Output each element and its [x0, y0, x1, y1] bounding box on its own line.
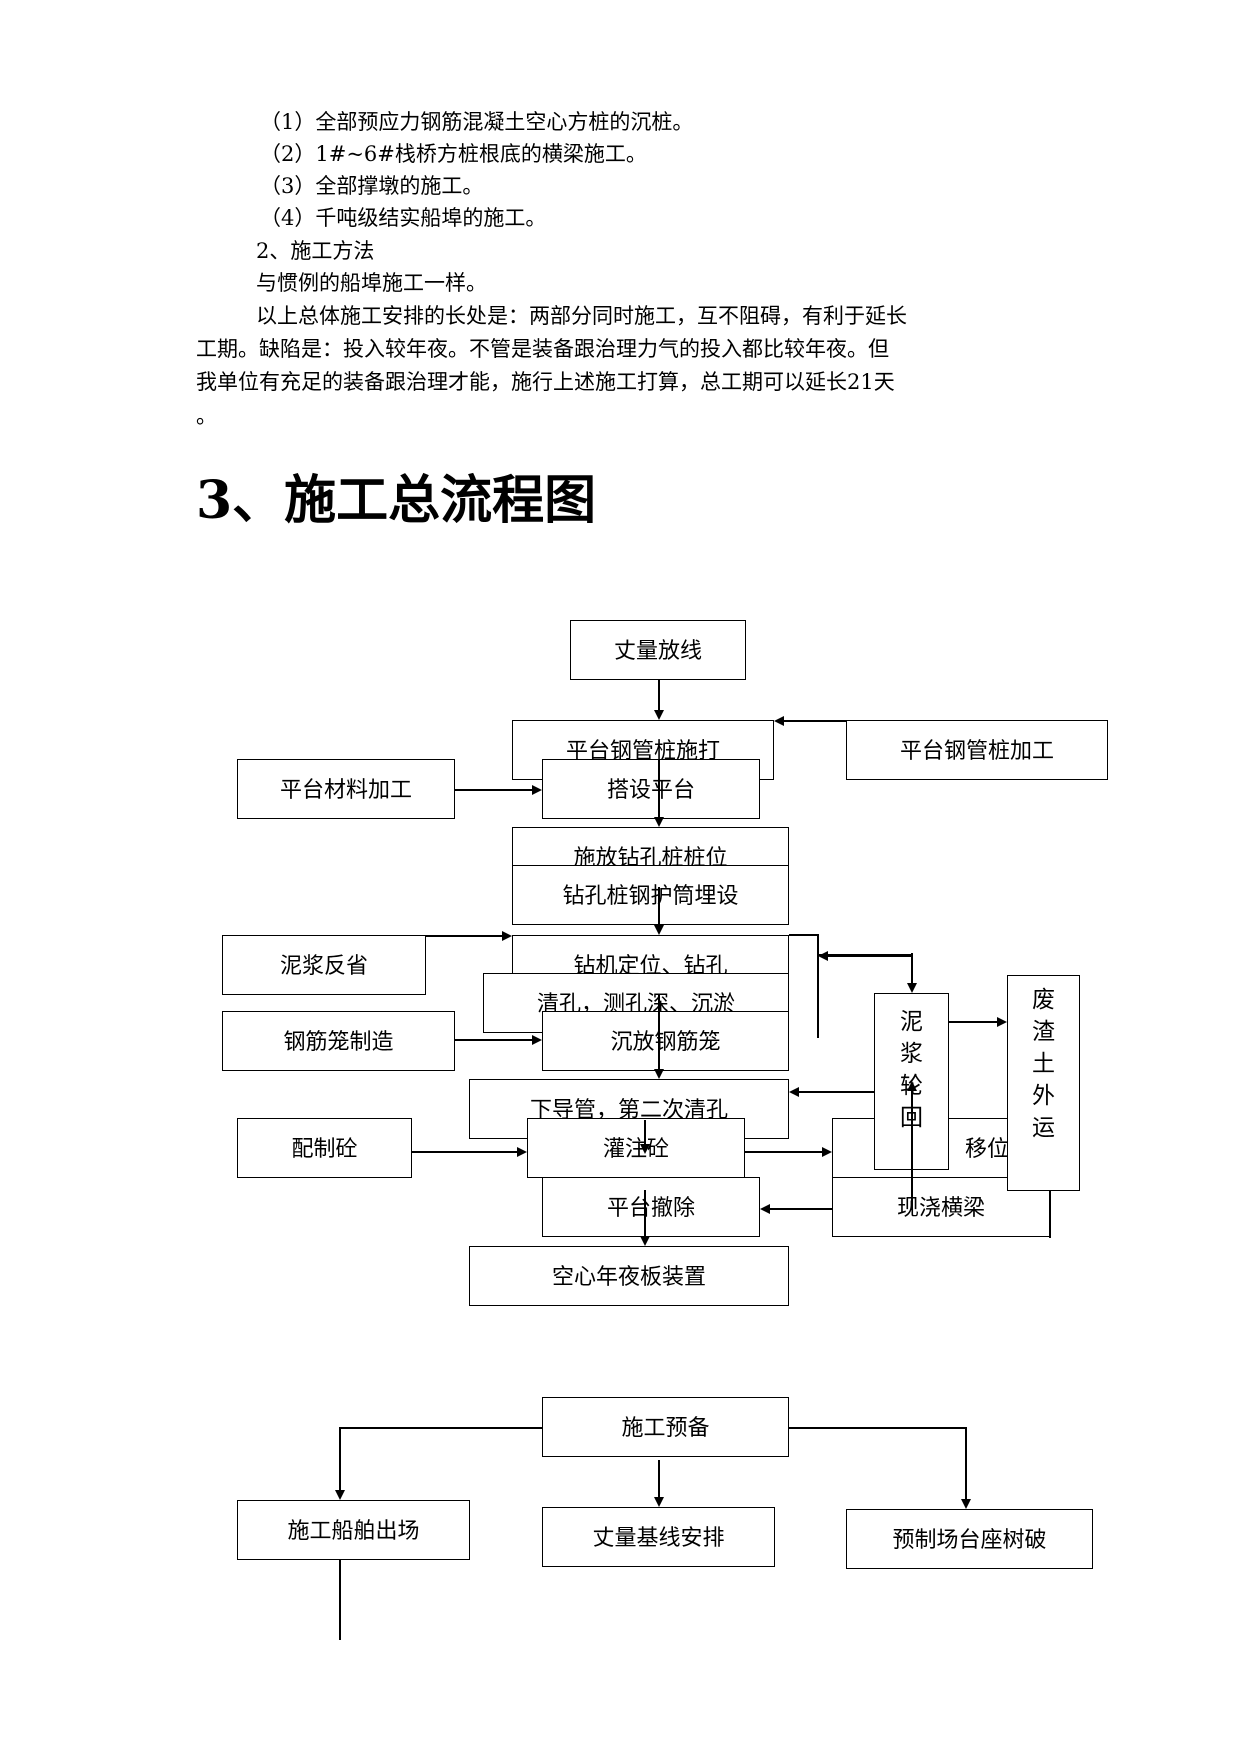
flow-box-char: 外 [1032, 1083, 1055, 1109]
list-item-3: （3）全部撑墩的施工。 [260, 174, 484, 198]
flow-box-label: 沉放钢筋笼 [610, 1030, 721, 1055]
flow-box-mud-reflect: 泥浆反省 [222, 935, 426, 995]
body-text-line: 我单位有充足的装备跟治理才能，施行上述施工打算，总工期可以延长21天 [196, 370, 895, 394]
flow-box-platform-material: 平台材料加工 [237, 759, 455, 819]
flow-box-label: 施工船舶出场 [287, 1519, 420, 1544]
flow-box-label: 丈量放线 [613, 639, 702, 664]
flow-box-char: 泥 [900, 1009, 923, 1035]
flow-box-cage-making: 钢筋笼制造 [222, 1011, 455, 1071]
flow-box-steel-pile-processing: 平台钢管桩加工 [846, 720, 1108, 780]
arrow-to-mud-cycle [818, 954, 917, 993]
flow-box-char: 浆 [900, 1041, 923, 1067]
flow-box-label: 泥浆反省 [279, 954, 368, 979]
flow-box-prefab-yard: 预制场台座树破 [846, 1509, 1093, 1569]
flow-box-label: 搭设平台 [606, 778, 695, 803]
connector-drill-right [789, 934, 819, 1038]
body-text-line: 以上总体施工安排的长处是：两部分同时施工，互不阻碍，有利于延长 [256, 304, 907, 328]
flow-box-hollow-slab: 空心年夜板装置 [469, 1246, 789, 1306]
flow-box-label: 丈量基线安排 [592, 1526, 725, 1551]
flow-box-build-platform: 搭设平台 [542, 759, 760, 819]
flow-box-baseline: 丈量基线安排 [542, 1507, 775, 1567]
flow-box-label: 预制场台座树破 [892, 1528, 1047, 1553]
flow-box-label: 平台材料加工 [279, 778, 412, 803]
list-item-4: （4）千吨级结实船埠的施工。 [260, 206, 547, 230]
flow-box-label: 钻孔桩钢护筒埋设 [562, 884, 739, 909]
flow-box-char: 土 [1032, 1051, 1055, 1077]
body-text-line: 与惯例的船埠施工一样。 [256, 271, 487, 295]
page-title: 3、施工总流程图 [196, 470, 597, 531]
flow-box-ship-entry: 施工船舶出场 [237, 1500, 470, 1560]
arrow-prep-right [789, 1427, 971, 1509]
flow-box-label: 移位 [964, 1137, 1009, 1162]
flow-box-char: 渣 [1032, 1019, 1055, 1045]
flow-box-char: 运 [1032, 1115, 1055, 1141]
flow-box-label: 空心年夜板装置 [551, 1265, 706, 1290]
arrow-prep-left [335, 1427, 542, 1500]
flow-box-waste-transport: 废 渣 土 外 运 [1007, 975, 1080, 1191]
flow-box-prep: 施工预备 [542, 1397, 789, 1457]
section-subheading: 2、施工方法 [256, 239, 375, 263]
body-text-line: 。 [196, 404, 217, 428]
flow-box-sink-cage: 沉放钢筋笼 [542, 1011, 789, 1071]
flow-box-casing-embed: 钻孔桩钢护筒埋设 [512, 865, 789, 925]
flow-box-label: 灌注砼 [602, 1137, 669, 1162]
flow-box-remove-platform: 平台撤除 [542, 1177, 760, 1237]
flow-box-mix-concrete: 配制砼 [237, 1118, 412, 1178]
flow-box-label: 平台钢管桩加工 [899, 739, 1054, 764]
list-item-2: （2）1#~6#栈桥方桩根底的横梁施工。 [260, 142, 647, 166]
flow-box-label: 平台撤除 [606, 1196, 695, 1221]
body-text-line: 工期。缺陷是：投入较年夜。不管是装备跟治理力气的投入都比较年夜。但 [196, 337, 889, 361]
flow-box-label: 钢筋笼制造 [283, 1030, 394, 1055]
flow-box-pour-concrete: 灌注砼 [527, 1118, 745, 1178]
flow-box-label: 配制砼 [291, 1137, 358, 1162]
list-item-1: （1）全部预应力钢筋混凝土空心方桩的沉桩。 [260, 110, 694, 134]
flow-box-survey: 丈量放线 [570, 620, 746, 680]
flow-box-char: 废 [1032, 987, 1055, 1013]
flow-box-label: 施工预备 [621, 1416, 710, 1441]
